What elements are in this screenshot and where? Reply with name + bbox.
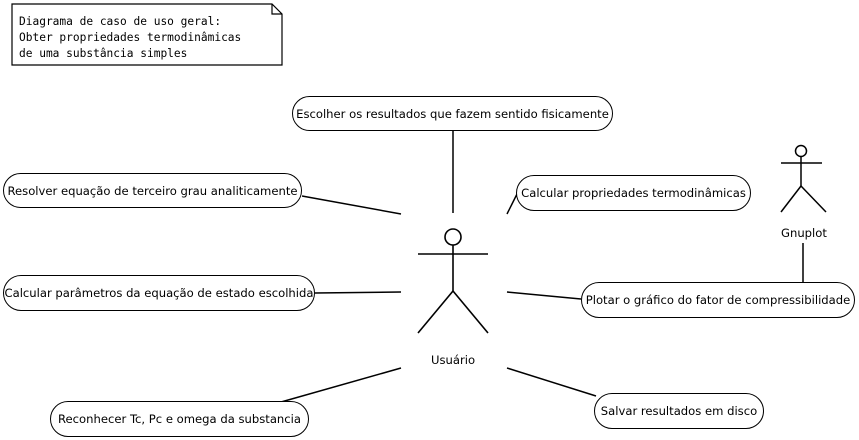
actor-gnuplot-head <box>794 144 808 158</box>
assoc-calcular-prop <box>506 193 518 215</box>
assoc-salvar <box>506 367 597 397</box>
note-text: Diagrama de caso de uso geral: Obter prop… <box>19 14 241 62</box>
usecase-reconhecer-substancia[interactable]: Reconhecer Tc, Pc e omega da substancia <box>50 401 309 437</box>
note-shape <box>11 3 283 66</box>
diagram-note: Diagrama de caso de uso geral: Obter prop… <box>11 3 283 66</box>
usecase-plotar-grafico[interactable]: Plotar o gráfico do fator de compressibi… <box>581 282 855 318</box>
actor-gnuplot-figure[interactable] <box>780 144 827 213</box>
assoc-reconhecer <box>273 367 402 405</box>
actor-usuario-left-leg <box>417 290 454 334</box>
assoc-plotar <box>506 291 582 300</box>
note-line-2: Obter propriedades termodinâmicas <box>19 31 242 44</box>
note-line-1: Diagrama de caso de uso geral: <box>19 15 222 28</box>
usecase-calcular-parametros[interactable]: Calcular parâmetros da equação de estado… <box>3 275 315 311</box>
actor-usuario-right-leg <box>452 290 489 334</box>
actor-gnuplot-right-leg <box>800 185 827 213</box>
actor-usuario-label: Usuário <box>431 353 476 367</box>
note-line-3: de uma substância simples <box>19 47 188 60</box>
assoc-resolver <box>301 195 402 215</box>
actor-usuario-head <box>444 228 462 246</box>
usecase-resolver-equacao[interactable]: Resolver equação de terceiro grau analit… <box>3 173 302 208</box>
actor-gnuplot-label: Gnuplot <box>781 226 827 240</box>
actor-gnuplot-left-leg <box>780 185 802 213</box>
usecase-salvar-resultados[interactable]: Salvar resultados em disco <box>594 393 764 429</box>
usecase-calcular-propriedades[interactable]: Calcular propriedades termodinâmicas <box>516 175 751 211</box>
actor-usuario-figure[interactable] <box>417 228 489 334</box>
usecase-escolher-resultados[interactable]: Escolher os resultados que fazem sentido… <box>292 96 613 131</box>
assoc-calcular-param <box>314 291 402 294</box>
